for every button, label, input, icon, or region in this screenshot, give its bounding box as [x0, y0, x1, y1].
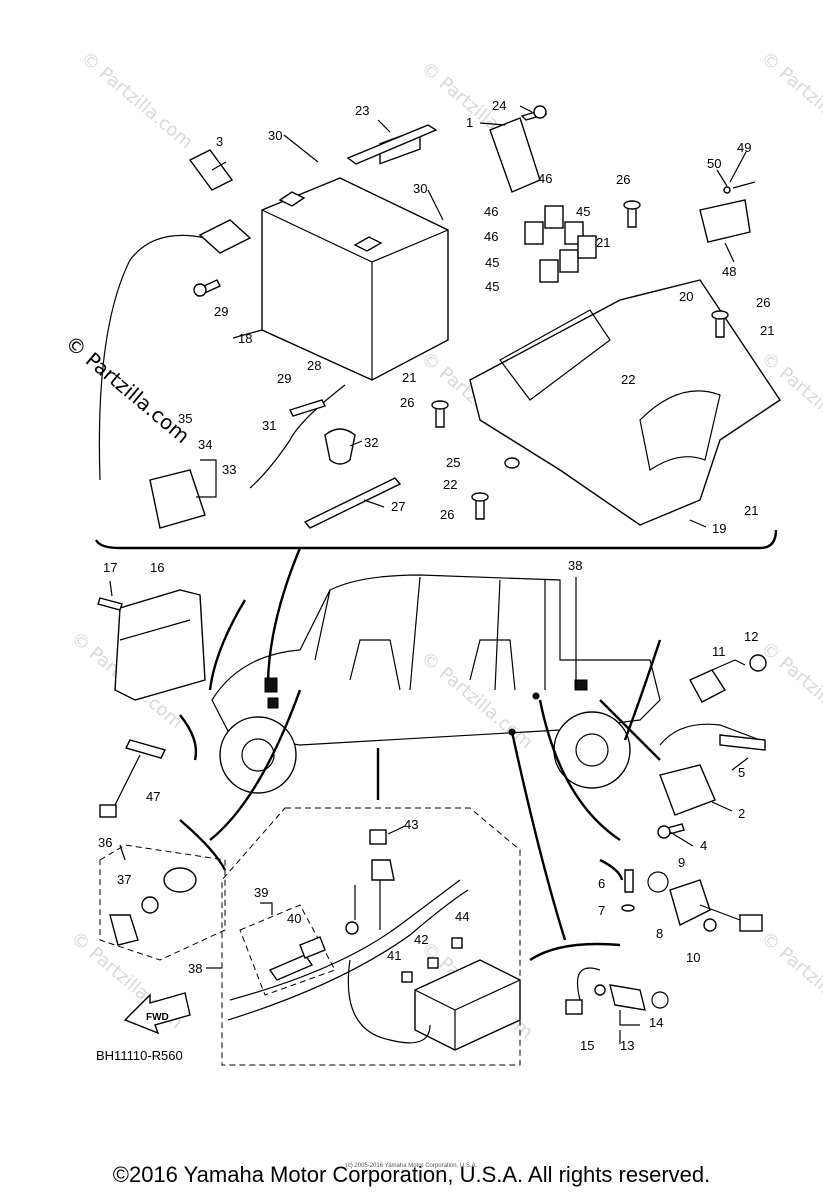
callout-45: 45 [485, 255, 499, 270]
fwd-label: FWD [146, 1012, 169, 1023]
copyright-footer: ©2016 Yamaha Motor Corporation, U.S.A. A… [112, 1162, 711, 1187]
callout-38: 38 [568, 558, 582, 573]
watermark: © Partzilla.com [77, 48, 197, 153]
callout-26: 26 [400, 395, 414, 410]
callout-38: 38 [188, 961, 202, 976]
callout-21: 21 [760, 323, 774, 338]
battery-strap [346, 124, 438, 165]
callout-31: 31 [262, 418, 276, 433]
callout-32: 32 [364, 435, 378, 450]
callout-45: 45 [576, 204, 590, 219]
control-unit [489, 117, 541, 193]
callout-26: 26 [756, 295, 770, 310]
vehicle [211, 574, 661, 794]
callout-22: 22 [443, 477, 457, 492]
diagram-code: BH11110-R560 [96, 1048, 183, 1063]
callout-27: 27 [391, 499, 405, 514]
callout-labels: 1 2 3 4 5 6 7 8 9 10 11 12 13 14 15 16 1… [98, 98, 774, 1053]
callout-23: 23 [355, 103, 369, 118]
callout-21: 21 [402, 370, 416, 385]
sensor-bracket [699, 199, 751, 243]
callout-15: 15 [580, 1038, 594, 1053]
callout-21: 21 [744, 503, 758, 518]
watermark: © Partzilla.com [757, 928, 823, 1033]
callout-21: 21 [596, 235, 610, 250]
callout-17: 17 [103, 560, 117, 575]
callout-20: 20 [679, 289, 693, 304]
starter-relay [149, 469, 206, 529]
callout-19: 19 [712, 521, 726, 536]
callout-46: 46 [484, 204, 498, 219]
callout-36: 36 [98, 835, 112, 850]
callout-35: 35 [178, 411, 192, 426]
callout-40: 40 [287, 911, 301, 926]
callout-41: 41 [387, 948, 401, 963]
small-print: (c) 2005-2016 Yamaha Motor Corporation, … [345, 1163, 478, 1169]
callout-22: 22 [621, 372, 635, 387]
callout-3: 3 [216, 134, 223, 149]
callout-45: 45 [485, 279, 499, 294]
rectifier-regulator [114, 589, 206, 701]
leader-lines [109, 105, 749, 1044]
callout-39: 39 [254, 885, 268, 900]
relays [524, 205, 597, 283]
callout-24: 24 [492, 98, 506, 113]
callout-30: 30 [413, 181, 427, 196]
callout-33: 33 [222, 462, 236, 477]
callout-26: 26 [616, 172, 630, 187]
callout-12: 12 [744, 629, 758, 644]
ignition-coil [659, 764, 716, 816]
callout-8: 8 [656, 926, 663, 941]
callout-14: 14 [649, 1015, 663, 1030]
callout-48: 48 [722, 264, 736, 279]
callout-29: 29 [277, 371, 291, 386]
battery-tray [469, 279, 781, 526]
callout-43: 43 [404, 817, 418, 832]
callout-50: 50 [707, 156, 721, 171]
watermark: © Partzilla.com [757, 638, 823, 743]
callout-9: 9 [678, 855, 685, 870]
callout-18: 18 [238, 331, 252, 346]
fwd-arrow: FWD [123, 992, 191, 1035]
top-assembly [94, 105, 781, 550]
callout-7: 7 [598, 903, 605, 918]
callout-16: 16 [150, 560, 164, 575]
callout-34: 34 [198, 437, 212, 452]
callout-11: 11 [712, 644, 726, 659]
callout-49: 49 [737, 140, 751, 155]
callout-46: 46 [538, 171, 552, 186]
callout-28: 28 [307, 358, 321, 373]
callout-47: 47 [146, 789, 160, 804]
harness-detail-box [221, 807, 521, 1066]
callout-1: 1 [466, 115, 473, 130]
callout-30: 30 [268, 128, 282, 143]
callout-4: 4 [700, 838, 707, 853]
speed-sensor [669, 879, 711, 927]
callout-2: 2 [738, 806, 745, 821]
callout-37: 37 [117, 872, 131, 887]
callout-13: 13 [620, 1038, 634, 1053]
callout-46: 46 [484, 229, 498, 244]
watermark-large: © Partzilla.com [61, 330, 195, 448]
callout-25: 25 [446, 455, 460, 470]
fuse-box [414, 959, 521, 1051]
callout-29: 29 [214, 304, 228, 319]
callout-44: 44 [455, 909, 469, 924]
callout-10: 10 [686, 950, 700, 965]
callout-5: 5 [738, 765, 745, 780]
callout-6: 6 [598, 876, 605, 891]
callout-42: 42 [414, 932, 428, 947]
watermarks: © Partzilla.com © Partzilla.com © Partzi… [67, 48, 823, 1043]
battery [261, 128, 449, 381]
watermark: © Partzilla.com [757, 48, 823, 153]
callout-26: 26 [440, 507, 454, 522]
